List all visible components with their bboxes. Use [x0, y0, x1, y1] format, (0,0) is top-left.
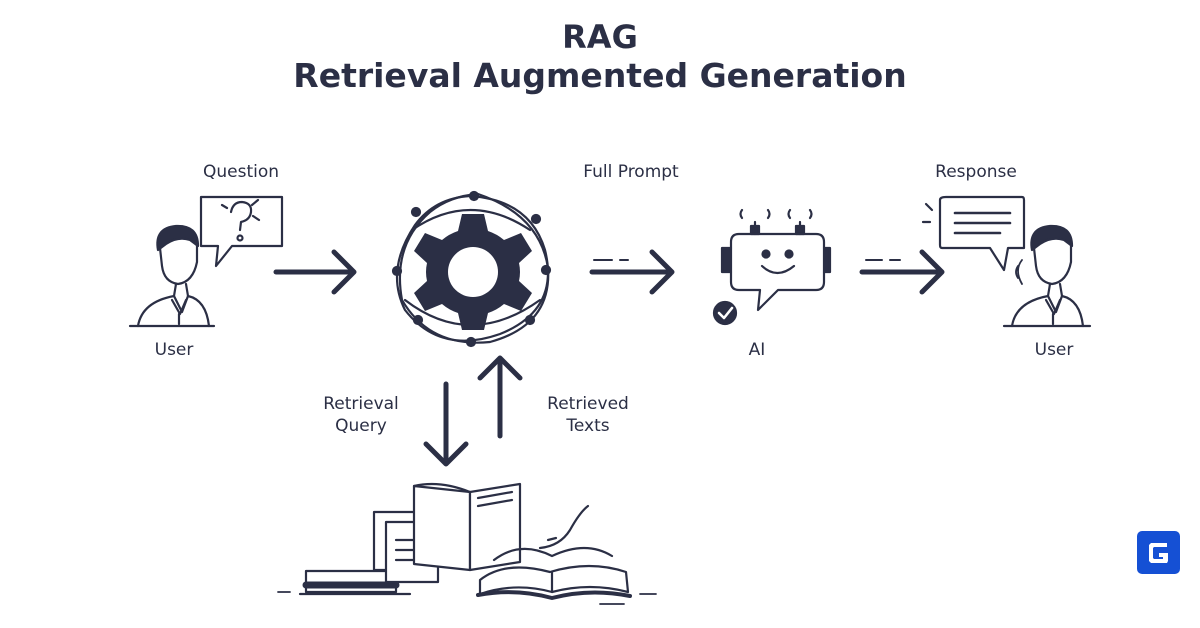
label-user-right: User [1034, 340, 1074, 360]
user-left-icon [128, 224, 216, 328]
robot-icon [712, 208, 832, 326]
diagram-subtitle: Retrieval Augmented Generation [293, 56, 907, 95]
arrow-to-retriever [273, 249, 357, 295]
label-ai: AI [748, 340, 766, 360]
arrow-to-user-right [859, 249, 945, 295]
label-user-left: User [154, 340, 194, 360]
label-retrieved-texts-line2: Texts [566, 416, 610, 436]
label-question: Question [202, 162, 280, 182]
arrow-retrieved-texts [477, 355, 523, 439]
label-retrieved-texts-line1: Retrieved [547, 394, 629, 414]
logo-glyph [1149, 543, 1168, 563]
logo-icon [1137, 531, 1180, 574]
label-retrieval-query: Retrieval Query [306, 393, 416, 437]
gear-icon [391, 190, 552, 348]
label-retrieval-query-line1: Retrieval [323, 394, 399, 414]
diagram-title: RAG [562, 18, 638, 56]
label-response: Response [935, 162, 1017, 182]
speech-bubble-question-icon [199, 195, 284, 268]
user-right-icon [1002, 224, 1092, 328]
speech-bubble-response-icon [921, 195, 1026, 272]
label-full-prompt: Full Prompt [583, 162, 679, 182]
label-retrieved-texts: Retrieved Texts [530, 393, 646, 437]
arrow-to-ai [589, 249, 675, 295]
label-retrieval-query-line2: Query [335, 416, 387, 436]
gear-body [414, 214, 532, 330]
books-icon [277, 482, 657, 605]
arrow-retrieval-query [423, 381, 469, 467]
